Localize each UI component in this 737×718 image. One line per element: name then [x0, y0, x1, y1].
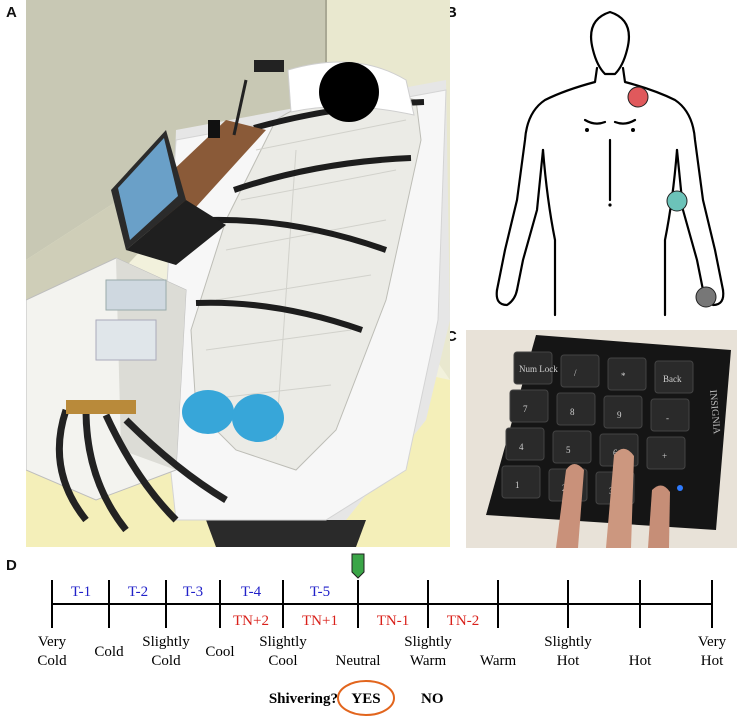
svg-text:5: 5: [566, 445, 571, 455]
chest-sensor-marker: [627, 86, 649, 108]
svg-text:-: -: [666, 413, 669, 423]
tick-label: Neutral: [336, 653, 381, 669]
tick-label: Hot: [701, 653, 724, 669]
tick-label: Warm: [480, 653, 517, 669]
tick-label: Hot: [557, 653, 580, 669]
svg-text:/: /: [574, 368, 577, 378]
panel-label-a: A: [6, 4, 17, 21]
svg-text:6: 6: [613, 448, 618, 458]
tick-label: Slightly: [544, 634, 592, 650]
segment-label: T-1: [71, 584, 91, 600]
no-option: NO: [421, 691, 444, 707]
tick-label: Very: [38, 634, 67, 650]
keypad-photo: Num Lock / * Back 7 8 9 - 4 5 6 + 1 2 3 …: [466, 330, 737, 548]
tick-label: Warm: [410, 653, 447, 669]
tick-label: Slightly: [259, 634, 307, 650]
tick-label: Cold: [37, 653, 67, 669]
segment-label: TN-1: [377, 613, 410, 629]
keypad-brand: INSIGNIA: [707, 389, 722, 435]
segment-label: T-3: [183, 584, 203, 600]
thermal-sensation-scale: T-1 T-2 T-3 T-4 T-5 TN+2 TN+1 TN-1 TN-2 …: [37, 553, 727, 716]
body-diagram: [485, 0, 735, 325]
svg-text:+: +: [662, 451, 667, 461]
segment-label: T-4: [241, 584, 262, 600]
yes-option: YES: [351, 691, 380, 707]
neutral-marker-icon: [351, 553, 365, 579]
shivering-question: Shivering?: [269, 691, 338, 707]
segment-label: T-2: [128, 584, 148, 600]
segment-label: TN+2: [233, 613, 269, 629]
tick-label: Cold: [151, 653, 181, 669]
tick-label: Hot: [629, 653, 652, 669]
forearm-sensor-marker: [666, 190, 688, 212]
svg-text:4: 4: [519, 442, 524, 452]
svg-text:7: 7: [523, 404, 528, 414]
tick-label: Cold: [94, 644, 124, 660]
svg-text:1: 1: [515, 480, 520, 490]
segment-label: TN+1: [302, 613, 338, 629]
svg-text:Back: Back: [663, 374, 682, 384]
cooling-setup-photo: [26, 0, 450, 547]
panel-label-d: D: [6, 557, 17, 574]
svg-text:Num Lock: Num Lock: [519, 364, 558, 374]
segment-label: T-5: [310, 584, 330, 600]
svg-text:*: *: [621, 371, 626, 381]
panel-label-c: C: [446, 328, 457, 345]
tick-label: Cool: [268, 653, 297, 669]
tick-label: Very: [698, 634, 727, 650]
tick-label: Cool: [205, 644, 234, 660]
yes-selection-circle: [337, 680, 395, 716]
segment-label: TN-2: [447, 613, 480, 629]
svg-text:9: 9: [617, 410, 622, 420]
finger-sensor-marker: [695, 286, 717, 308]
panel-label-b: B: [446, 4, 457, 21]
tick-label: Slightly: [404, 634, 452, 650]
tick-label: Slightly: [142, 634, 190, 650]
svg-text:8: 8: [570, 407, 575, 417]
